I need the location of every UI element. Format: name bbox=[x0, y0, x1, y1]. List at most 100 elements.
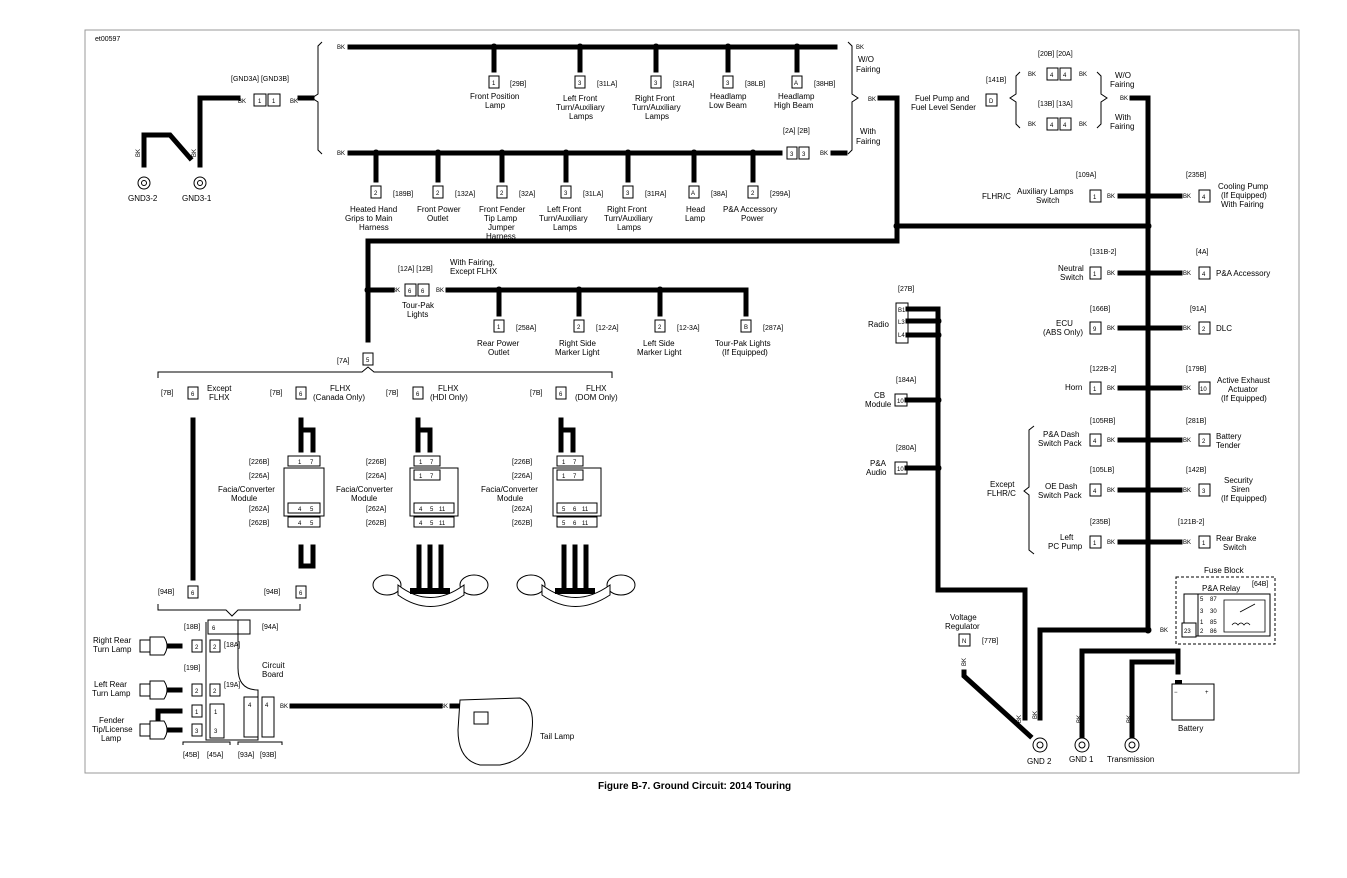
svg-text:6: 6 bbox=[573, 507, 577, 513]
svg-text:BK: BK bbox=[1160, 628, 1168, 634]
svg-text:[38A]: [38A] bbox=[711, 191, 727, 198]
svg-text:2: 2 bbox=[1200, 629, 1204, 635]
svg-text:[262B]: [262B] bbox=[512, 520, 532, 527]
svg-text:Except: Except bbox=[990, 480, 1015, 489]
svg-text:[258A]: [258A] bbox=[516, 325, 536, 332]
svg-text:P&A: P&A bbox=[870, 459, 887, 468]
svg-text:2: 2 bbox=[195, 645, 199, 651]
svg-text:[226A]: [226A] bbox=[249, 473, 269, 480]
svg-text:Front Fender: Front Fender bbox=[479, 205, 526, 214]
svg-text:BK: BK bbox=[290, 99, 298, 105]
svg-text:With Fairing: With Fairing bbox=[1221, 200, 1264, 209]
svg-text:Auxiliary Lamps: Auxiliary Lamps bbox=[1017, 187, 1073, 196]
svg-text:3: 3 bbox=[802, 152, 806, 158]
svg-text:[184A]: [184A] bbox=[896, 377, 916, 384]
svg-text:Power: Power bbox=[741, 214, 764, 223]
svg-text:3: 3 bbox=[564, 191, 568, 197]
svg-text:Neutral: Neutral bbox=[1058, 264, 1084, 273]
svg-text:4: 4 bbox=[1050, 123, 1054, 129]
voltage-regulator: Voltage Regulator N [77B] BK bbox=[945, 613, 1034, 740]
svg-text:1: 1 bbox=[497, 325, 501, 331]
svg-text:5: 5 bbox=[430, 507, 434, 513]
svg-text:2: 2 bbox=[213, 689, 217, 695]
svg-text:Rear Brake: Rear Brake bbox=[1216, 534, 1257, 543]
svg-text:With Fairing,: With Fairing, bbox=[450, 258, 495, 267]
svg-text:10: 10 bbox=[1200, 387, 1207, 393]
svg-text:3: 3 bbox=[790, 152, 794, 158]
svg-text:9: 9 bbox=[1093, 327, 1097, 333]
svg-text:[226B]: [226B] bbox=[366, 459, 386, 466]
svg-text:N: N bbox=[962, 639, 966, 645]
svg-text:5: 5 bbox=[310, 507, 314, 513]
svg-text:[31LA]: [31LA] bbox=[597, 81, 617, 88]
svg-text:GND 2: GND 2 bbox=[1027, 757, 1052, 766]
svg-text:(If Equipped): (If Equipped) bbox=[1221, 494, 1267, 503]
svg-text:4: 4 bbox=[1093, 489, 1097, 495]
svg-text:[91A]: [91A] bbox=[1190, 306, 1206, 313]
svg-text:Tour-Pak Lights: Tour-Pak Lights bbox=[715, 339, 771, 348]
svg-text:P&A Relay: P&A Relay bbox=[1202, 584, 1240, 593]
svg-text:[12A] [12B]: [12A] [12B] bbox=[398, 266, 433, 273]
svg-text:[141B]: [141B] bbox=[986, 77, 1006, 84]
svg-text:[166B]: [166B] bbox=[1090, 306, 1110, 313]
svg-text:BK: BK bbox=[1079, 122, 1087, 128]
svg-text:Tail Lamp: Tail Lamp bbox=[540, 732, 575, 741]
svg-text:4: 4 bbox=[1063, 123, 1067, 129]
svg-text:[93A]: [93A] bbox=[238, 752, 254, 759]
svg-text:Module: Module bbox=[865, 400, 892, 409]
svg-text:W/O: W/O bbox=[1115, 71, 1131, 80]
svg-text:[27B]: [27B] bbox=[898, 286, 914, 293]
svg-text:[2A] [2B]: [2A] [2B] bbox=[783, 128, 810, 135]
svg-text:6: 6 bbox=[299, 591, 303, 597]
svg-text:FLHX: FLHX bbox=[438, 384, 459, 393]
svg-text:[45B]: [45B] bbox=[183, 752, 199, 759]
svg-text:[226B]: [226B] bbox=[512, 459, 532, 466]
svg-text:6: 6 bbox=[559, 392, 563, 398]
svg-text:Actuator: Actuator bbox=[1228, 385, 1258, 394]
svg-text:FLHR/C: FLHR/C bbox=[982, 192, 1011, 201]
svg-text:[7B]: [7B] bbox=[161, 390, 174, 397]
svg-text:BK: BK bbox=[1183, 194, 1191, 200]
svg-text:1: 1 bbox=[1093, 195, 1097, 201]
svg-text:Facia/Converter: Facia/Converter bbox=[218, 485, 275, 494]
svg-text:Front Power: Front Power bbox=[417, 205, 461, 214]
svg-text:BK: BK bbox=[392, 288, 400, 294]
svg-text:7: 7 bbox=[573, 460, 577, 466]
svg-text:BK: BK bbox=[440, 704, 448, 710]
svg-text:4: 4 bbox=[1093, 439, 1097, 445]
svg-text:BK: BK bbox=[868, 97, 876, 103]
svg-text:[31RA]: [31RA] bbox=[645, 191, 666, 198]
svg-text:[7B]: [7B] bbox=[270, 390, 283, 397]
svg-text:BK: BK bbox=[280, 704, 288, 710]
svg-text:Right Front: Right Front bbox=[607, 205, 647, 214]
svg-text:6: 6 bbox=[299, 392, 303, 398]
radio-audio-branch: [27B] B1 L3 L4 Radio [184A] 10 CB Module… bbox=[865, 286, 1028, 721]
svg-text:PC Pump: PC Pump bbox=[1048, 542, 1083, 551]
svg-text:[19B]: [19B] bbox=[184, 665, 200, 672]
svg-text:[94B]: [94B] bbox=[158, 589, 174, 596]
svg-text:Security: Security bbox=[1224, 476, 1253, 485]
svg-text:Left Side: Left Side bbox=[643, 339, 675, 348]
svg-text:10: 10 bbox=[897, 399, 904, 405]
svg-text:BK: BK bbox=[962, 658, 968, 666]
figure-caption: Figure B-7. Ground Circuit: 2014 Touring bbox=[598, 781, 791, 792]
svg-text:FLHR/C: FLHR/C bbox=[987, 489, 1016, 498]
svg-text:1: 1 bbox=[298, 460, 302, 466]
svg-text:30: 30 bbox=[1210, 609, 1217, 615]
svg-text:Switch: Switch bbox=[1036, 196, 1060, 205]
svg-text:L3: L3 bbox=[898, 320, 905, 326]
svg-text:Switch: Switch bbox=[1223, 543, 1247, 552]
svg-text:Lamps: Lamps bbox=[553, 223, 577, 232]
svg-text:FLHX: FLHX bbox=[209, 393, 230, 402]
svg-text:BK: BK bbox=[1028, 122, 1036, 128]
svg-text:2: 2 bbox=[195, 689, 199, 695]
svg-text:[GND3A] [GND3B]: [GND3A] [GND3B] bbox=[231, 76, 289, 83]
svg-text:BK: BK bbox=[1107, 488, 1115, 494]
svg-text:[235B]: [235B] bbox=[1186, 172, 1206, 179]
svg-text:Switch Pack: Switch Pack bbox=[1038, 439, 1083, 448]
svg-text:1: 1 bbox=[419, 474, 423, 480]
svg-text:Battery: Battery bbox=[1178, 724, 1203, 733]
svg-text:11: 11 bbox=[439, 507, 446, 513]
